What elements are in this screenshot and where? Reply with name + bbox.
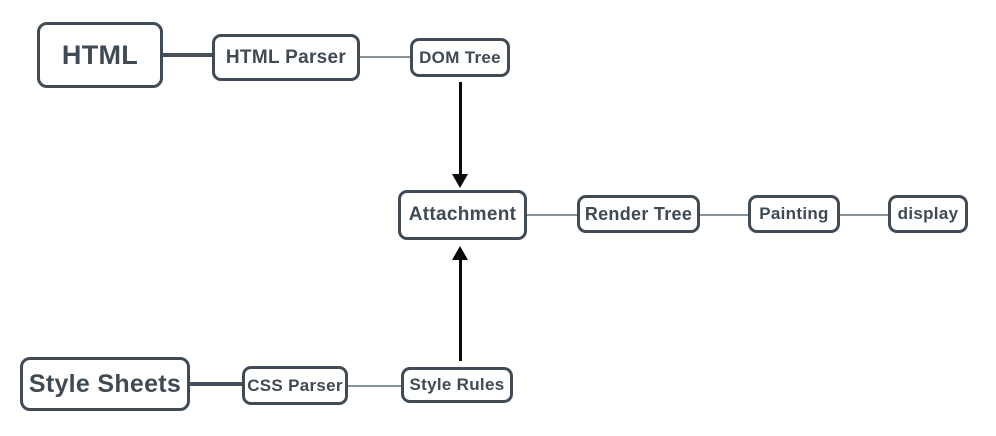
node-style-sheets: Style Sheets xyxy=(20,357,190,411)
edge-css-parser-to-style-rules xyxy=(348,385,401,387)
node-dom-tree: DOM Tree xyxy=(410,38,510,77)
edge-style-sheets-to-css-parser xyxy=(190,382,242,386)
node-css-parser: CSS Parser xyxy=(242,366,348,405)
node-render-tree: Render Tree xyxy=(577,195,700,233)
edge-render-tree-to-painting xyxy=(700,214,748,216)
edge-attachment-to-render-tree xyxy=(527,214,577,216)
edge-html-parser-to-dom-tree xyxy=(360,56,410,58)
arrow-shaft xyxy=(458,82,462,174)
node-html: HTML xyxy=(37,22,163,88)
arrow-shaft xyxy=(458,260,462,361)
node-display: display xyxy=(888,195,968,233)
arrow-dom-tree-to-attachment xyxy=(452,82,468,188)
node-style-rules: Style Rules xyxy=(401,367,513,403)
arrowhead-down-icon xyxy=(452,174,468,188)
arrowhead-up-icon xyxy=(452,246,468,260)
arrow-style-rules-to-attachment xyxy=(452,246,468,361)
node-painting: Painting xyxy=(748,195,840,233)
node-attachment: Attachment xyxy=(398,190,527,240)
edge-html-to-html-parser xyxy=(163,53,212,57)
edge-painting-to-display xyxy=(840,214,888,216)
node-html-parser: HTML Parser xyxy=(212,34,360,81)
